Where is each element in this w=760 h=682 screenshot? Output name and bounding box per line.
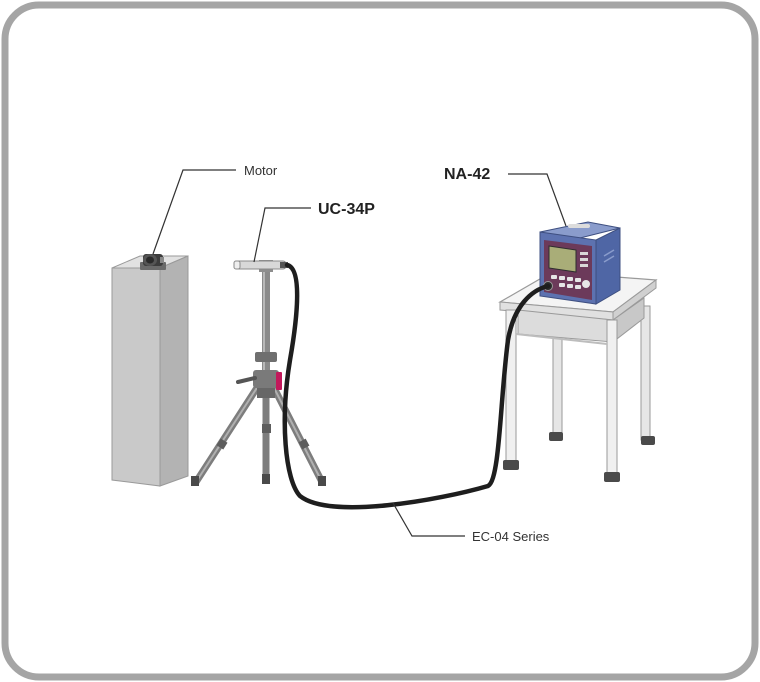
motor-icon <box>140 254 166 270</box>
side-table <box>498 271 658 482</box>
leader-line-sensor <box>253 207 311 263</box>
analyzer-na-42 <box>539 221 621 305</box>
column-stand <box>111 255 189 487</box>
label-sensor: UC-34P <box>318 201 375 218</box>
tripod <box>191 260 326 486</box>
leader-line-cable <box>392 502 465 537</box>
leader-line-analyzer <box>508 173 567 227</box>
label-analyzer: NA-42 <box>444 166 490 183</box>
label-cable: EC-04 Series <box>472 529 550 544</box>
sensor-uc-34p <box>233 260 288 270</box>
cable-ec-04 <box>282 262 551 510</box>
label-motor: Motor <box>244 163 278 178</box>
leader-line-motor <box>152 169 236 255</box>
